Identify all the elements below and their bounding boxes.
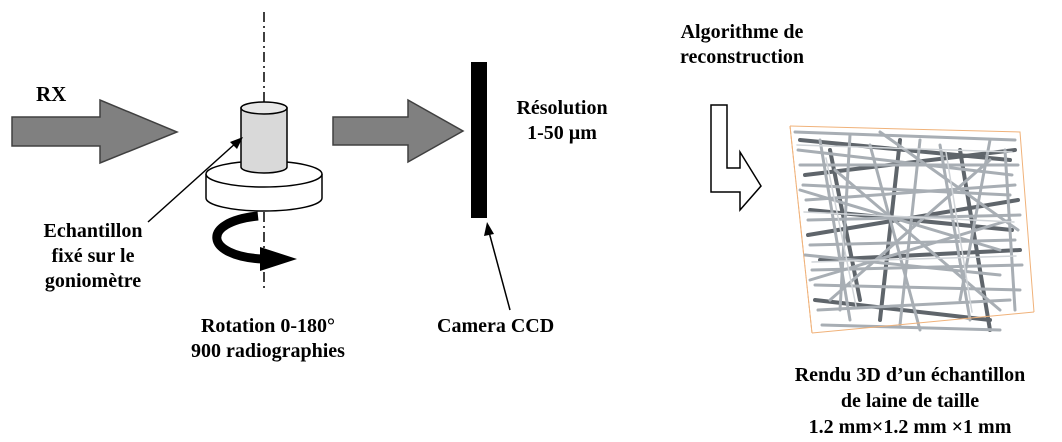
goniometer-disk	[205, 160, 323, 212]
wool-3d-render	[789, 125, 1035, 334]
sample-pointer-arrow	[147, 137, 243, 223]
camera-pointer-arrow	[484, 222, 511, 311]
rotation-label: Rotation 0-180° 900 radiographies	[168, 314, 368, 364]
resolution-label-line2: 1-50 µm	[527, 122, 597, 144]
transmitted-beam-arrow	[332, 98, 465, 164]
sample-label-line2: fixé sur le	[51, 245, 135, 267]
resolution-label: Résolution 1-50 µm	[502, 96, 622, 146]
sample-label: Echantillon fixé sur le goniomètre	[18, 219, 168, 294]
reconstruction-arrow	[710, 104, 762, 212]
rotation-label-line1: Rotation 0-180°	[200, 315, 336, 337]
render-label-line3: 1.2 mm×1.2 mm ×1 mm	[808, 416, 1012, 438]
camera-label: Camera CCD	[437, 315, 555, 337]
sample-label-line3: goniomètre	[44, 270, 142, 292]
render-label-line2: de laine de taille	[840, 390, 980, 412]
render-label-line1: Rendu 3D d’un échantillon	[794, 364, 1026, 386]
rotation-label-line2: 900 radiographies	[191, 340, 345, 362]
algorithm-label: Algorithme de reconstruction	[642, 20, 842, 70]
xray-beam-arrow	[11, 98, 179, 165]
render-label: Rendu 3D d’un échantillon de laine de ta…	[762, 362, 1058, 440]
rx-label: RX	[36, 82, 67, 106]
algorithm-label-line2: reconstruction	[679, 46, 805, 68]
resolution-label-line1: Résolution	[516, 97, 608, 119]
rotation-arrow-icon	[212, 211, 297, 271]
ccd-detector	[471, 62, 487, 218]
sample-label-line1: Echantillon	[43, 220, 143, 242]
sample-cylinder	[240, 101, 288, 174]
algorithm-label-line1: Algorithme de	[680, 21, 804, 43]
